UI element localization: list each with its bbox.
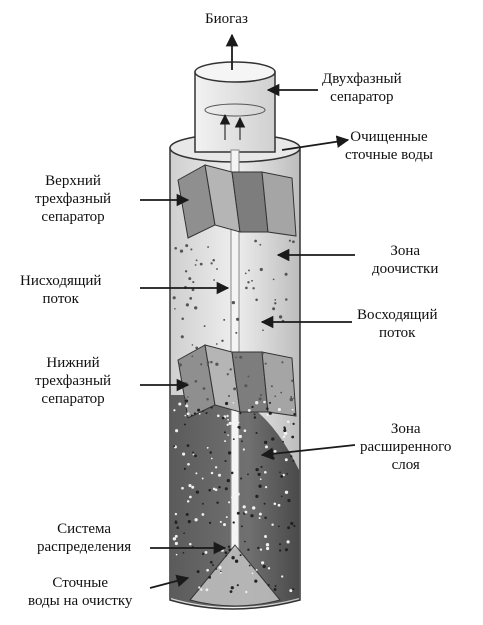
sludge-particles — [172, 239, 296, 594]
arrow-inflow — [149, 574, 190, 589]
upper-three-phase-separator — [177, 164, 297, 239]
arrow-treated-water — [281, 135, 350, 151]
label-upflow: Восходящий поток — [357, 307, 438, 341]
label-distribution-system: Система распределения — [37, 521, 132, 555]
label-biogas: Биогаз — [205, 11, 248, 27]
label-upper-separator: Верхний трехфазный сепаратор — [35, 173, 112, 225]
callout-arrows — [140, 33, 356, 589]
label-inflow-water: Сточные воды на очистку — [28, 575, 133, 609]
label-lower-separator: Нижний трехфазный сепаратор — [35, 355, 112, 407]
distribution-system — [189, 544, 281, 607]
label-expanded-bed-zone: Зона расширенного слоя — [360, 421, 452, 473]
label-downflow: Нисходящий поток — [20, 273, 102, 307]
arrow-expanded-bed — [260, 444, 356, 461]
label-treated-water: Очищенные сточные воды — [345, 129, 433, 163]
label-two-phase-separator: Двухфазный сепаратор — [322, 71, 402, 105]
label-post-treatment-zone: Зона доочистки — [372, 243, 439, 277]
two-phase-separator — [194, 61, 276, 153]
